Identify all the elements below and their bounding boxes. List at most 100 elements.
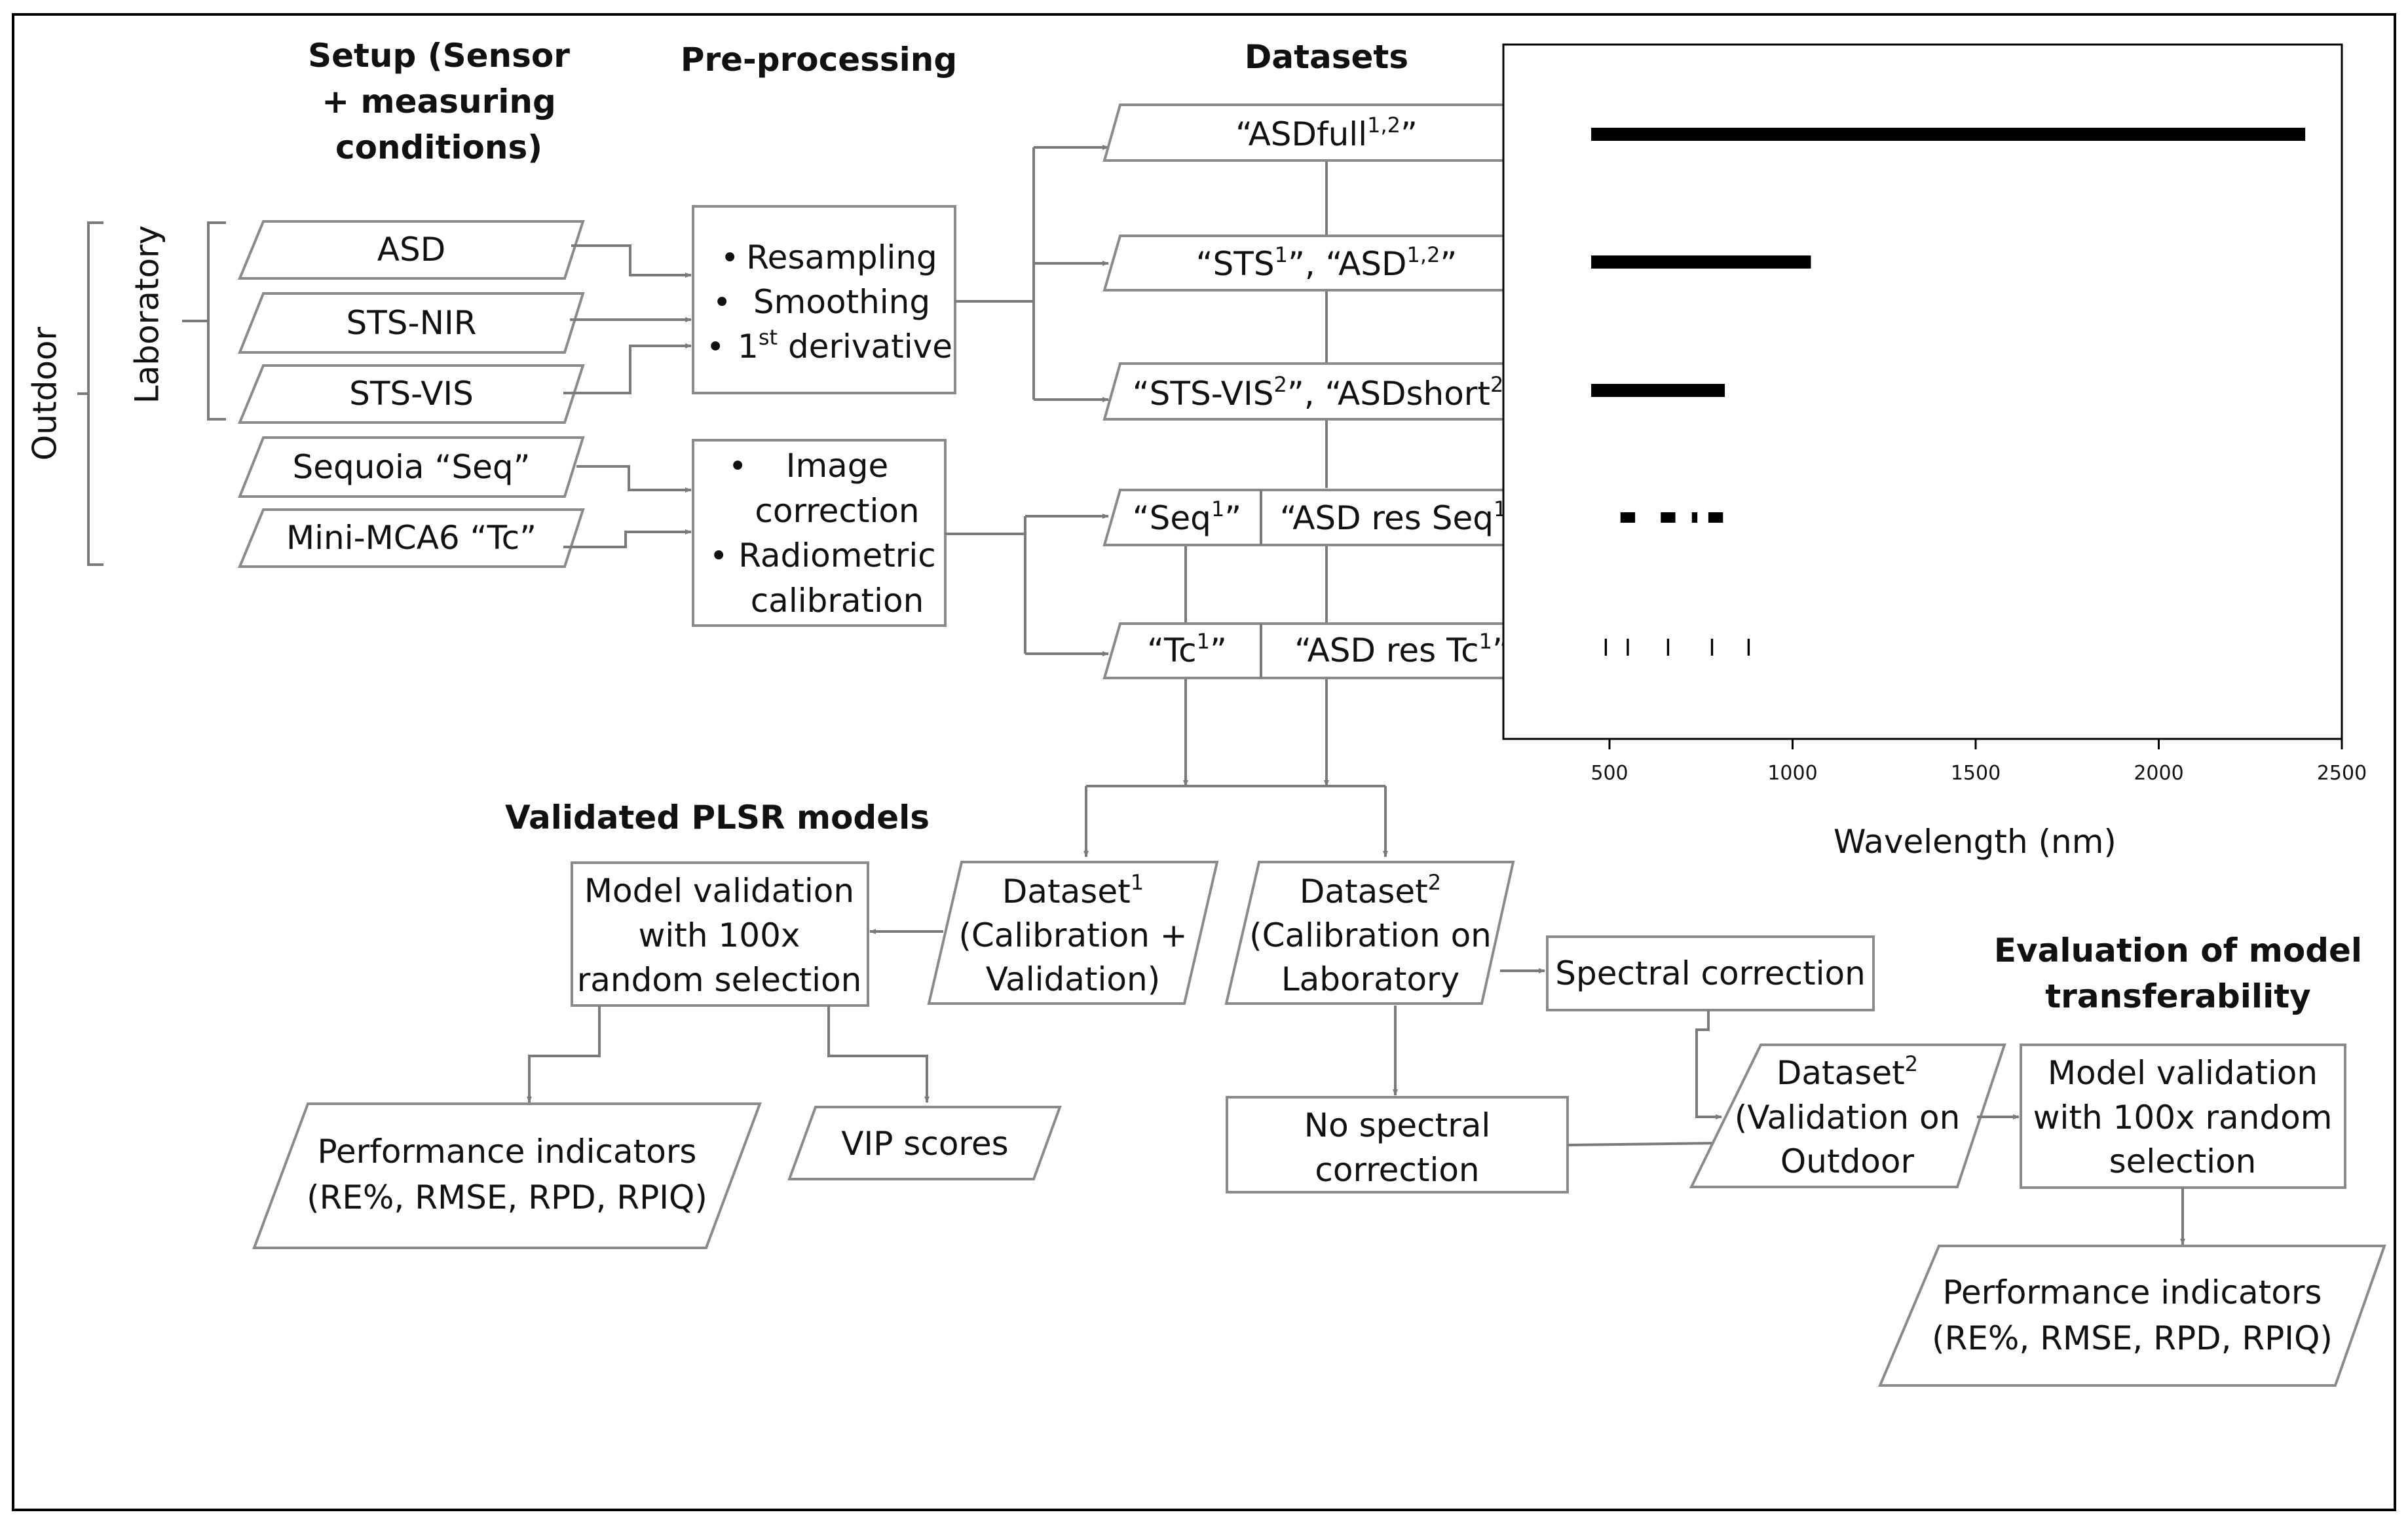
svg-text:Setup (Sensor: Setup (Sensor	[308, 37, 570, 75]
svg-text:(Validation on: (Validation on	[1735, 1099, 1961, 1137]
dataset2-validation-outdoor: Dataset2 (Validation on Outdoor	[1689, 1044, 2006, 1188]
sensor-mini-mca6: Mini-MCA6 “Tc”	[238, 508, 585, 568]
model-validation-box-1: Model validation with 100x random select…	[571, 861, 869, 1007]
svg-text:ASD: ASD	[377, 231, 445, 269]
setup-heading: Setup (Sensor + measuring conditions)	[308, 37, 570, 166]
svg-text:with 100x random: with 100x random	[2033, 1099, 2333, 1137]
wavelength-chart: 500 1000 1500 2000 2500 Wavelength (nm)	[1502, 43, 2367, 861]
svg-text:selection: selection	[2109, 1142, 2257, 1180]
svg-text:“Tc1”: “Tc1”	[1147, 629, 1227, 669]
svg-text:with 100x: with 100x	[639, 916, 800, 954]
chart-bar-row1-seg1	[1591, 128, 2306, 141]
svg-text:•: •	[713, 284, 731, 321]
svg-text:+ measuring: + measuring	[322, 83, 556, 121]
dataset-asdfull: “ASDfull1,2”	[1102, 103, 1554, 162]
dataset-stsvis-asdshort: “STS-VIS2”, “ASDshort2”	[1102, 362, 1554, 421]
model-validation-box-2: Model validation with 100x random select…	[2020, 1044, 2346, 1189]
svg-text:Mini-MCA6 “Tc”: Mini-MCA6 “Tc”	[286, 519, 536, 557]
svg-text:conditions): conditions)	[335, 128, 542, 166]
svg-text:correction: correction	[1315, 1151, 1479, 1189]
performance-indicators-2: Performance indicators (RE%, RMSE, RPD, …	[1877, 1245, 2386, 1387]
svg-text:•: •	[709, 538, 728, 574]
dataset-seq-group: “Seq1” “ASD res Seq1”	[1102, 489, 1554, 546]
svg-text:“STS1”, “ASD1,2”: “STS1”, “ASD1,2”	[1196, 242, 1458, 283]
evaluation-heading: Evaluation of model transferability	[1994, 931, 2362, 1015]
dataset-sts-asd: “STS1”, “ASD1,2”	[1102, 235, 1554, 291]
svg-text:Smoothing: Smoothing	[753, 283, 930, 321]
svg-text:(RE%, RMSE, RPD, RPIQ): (RE%, RMSE, RPD, RPIQ)	[1932, 1319, 2333, 1357]
laboratory-label: Laboratory	[128, 225, 166, 404]
svg-text:Spectral correction: Spectral correction	[1555, 954, 1866, 992]
outdoor-bracket	[87, 221, 103, 566]
svg-text:Performance indicators: Performance indicators	[318, 1133, 697, 1171]
no-spectral-correction-box: No spectral correction	[1226, 1096, 1569, 1194]
chart-bar-row5-seg2	[1627, 639, 1629, 656]
svg-text:No spectral: No spectral	[1304, 1106, 1491, 1144]
outer-frame	[12, 13, 2396, 1511]
chart-x-axis-label: Wavelength (nm)	[1834, 823, 2116, 861]
svg-text:STS-NIR: STS-NIR	[347, 304, 477, 342]
svg-text:transferability: transferability	[2045, 977, 2310, 1015]
chart-bar-row5-seg1	[1604, 639, 1608, 656]
vip-scores: VIP scores	[787, 1106, 1062, 1180]
svg-text:(Calibration +: (Calibration +	[958, 916, 1187, 954]
dataset-tc-group: “Tc1” “ASD res Tc1”	[1102, 622, 1554, 679]
chart-x-tick-label: 1500	[1951, 762, 2001, 785]
preprocessing-heading: Pre-processing	[681, 41, 957, 79]
svg-text:“ASDfull1,2”: “ASDfull1,2”	[1235, 113, 1418, 153]
chart-bar-row5-seg5	[1747, 639, 1750, 656]
svg-text:•: •	[721, 240, 739, 276]
outdoor-label: Outdoor	[26, 327, 64, 461]
chart-bar-row4-seg3	[1691, 512, 1698, 523]
svg-text:•: •	[728, 448, 747, 485]
sensor-sequoia: Sequoia “Seq”	[238, 436, 585, 498]
spectral-correction-box: Spectral correction	[1546, 935, 1875, 1011]
performance-indicators-1: Performance indicators (RE%, RMSE, RPD, …	[252, 1102, 762, 1249]
svg-text:“ASD res Tc1”: “ASD res Tc1”	[1294, 629, 1509, 669]
chart-bar-row3-seg1	[1591, 384, 1725, 397]
svg-text:correction: correction	[755, 492, 919, 530]
chart-x-tick-label: 500	[1590, 762, 1628, 785]
svg-text:“ASD res Seq1”: “ASD res Seq1”	[1280, 497, 1524, 537]
chart-bar-row5-seg3	[1666, 639, 1670, 656]
chart-x-tick-label: 2000	[2134, 762, 2183, 785]
svg-text:“Seq1”: “Seq1”	[1133, 497, 1241, 537]
svg-text:Evaluation of model: Evaluation of model	[1994, 931, 2362, 969]
preprocessing-box-camera: • Image correction • Radiometric calibra…	[692, 439, 947, 627]
svg-text:•: •	[706, 329, 724, 366]
svg-text:Laboratory: Laboratory	[1281, 960, 1459, 998]
svg-text:random selection: random selection	[577, 961, 862, 999]
svg-text:STS-VIS: STS-VIS	[349, 375, 474, 413]
svg-text:calibration: calibration	[751, 582, 924, 620]
svg-text:Dataset1: Dataset1	[1002, 870, 1144, 911]
svg-text:Image: Image	[786, 447, 889, 485]
svg-text:“STS-VIS2”, “ASDshort2”: “STS-VIS2”, “ASDshort2”	[1133, 372, 1520, 413]
svg-text:Model validation: Model validation	[584, 872, 854, 910]
svg-text:Model validation: Model validation	[2048, 1054, 2318, 1092]
chart-bar-row4-seg2	[1661, 512, 1676, 523]
sensor-asd: ASD	[238, 220, 585, 280]
chart-x-tick-label: 2500	[2317, 762, 2367, 785]
chart-x-tick-label: 1000	[1767, 762, 1817, 785]
chart-bar-row4-seg1	[1620, 512, 1636, 523]
chart-bar-row5-seg4	[1710, 639, 1714, 656]
sensor-sts-nir: STS-NIR	[238, 292, 585, 354]
svg-text:Dataset2: Dataset2	[1777, 1051, 1918, 1092]
svg-text:Validation): Validation)	[986, 960, 1160, 998]
svg-text:Radiometric: Radiometric	[738, 536, 936, 574]
chart-bar-row4-seg4	[1708, 512, 1723, 523]
chart-bar-row2-seg1	[1591, 255, 1811, 269]
svg-text:VIP scores: VIP scores	[841, 1125, 1008, 1163]
svg-text:(Calibration on: (Calibration on	[1249, 916, 1492, 954]
svg-text:Outdoor: Outdoor	[1780, 1142, 1915, 1180]
svg-text:(RE%, RMSE, RPD, RPIQ): (RE%, RMSE, RPD, RPIQ)	[307, 1178, 707, 1216]
svg-text:Resampling: Resampling	[746, 238, 937, 276]
validated-plsr-heading: Validated PLSR models	[505, 799, 930, 837]
dataset2-calibration-laboratory: Dataset2 (Calibration on Laboratory	[1224, 861, 1515, 1005]
svg-text:Sequoia “Seq”: Sequoia “Seq”	[293, 448, 531, 486]
svg-text:1st derivative: 1st derivative	[738, 325, 952, 366]
laboratory-bracket	[207, 221, 226, 421]
sensor-sts-vis: STS-VIS	[238, 364, 585, 424]
svg-text:Dataset2: Dataset2	[1300, 870, 1441, 911]
